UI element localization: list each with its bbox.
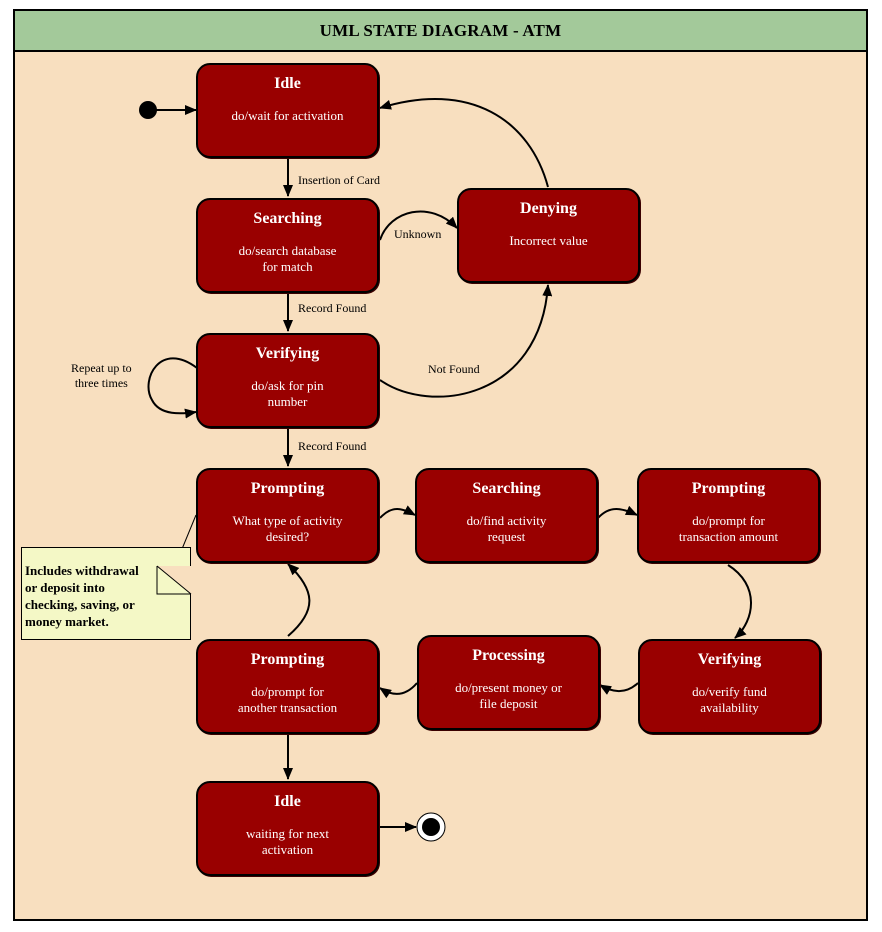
denying-to-idle-arrow	[379, 98, 549, 188]
state-name: Searching	[472, 480, 541, 497]
state-name: Prompting	[691, 480, 766, 497]
state-name: Searching	[253, 210, 322, 227]
diagram-canvas: UML STATE DIAGRAM - ATM	[13, 9, 868, 921]
unknown-arrow	[379, 210, 458, 241]
process-to-another-arrow	[379, 682, 418, 699]
state-prompting-activity: Prompting What type of activity desired?	[196, 468, 379, 563]
state-searching: Searching do/search database for match	[196, 198, 379, 293]
repeat-loop-arrow	[147, 357, 198, 419]
state-activity: do/ask for pin number	[251, 378, 324, 409]
final-node-core	[422, 818, 440, 836]
amount-to-verify-arrow	[727, 564, 752, 639]
state-idle-start: Idle do/wait for activation	[196, 63, 379, 158]
label-not-found: Not Found	[428, 362, 480, 376]
label-unknown: Unknown	[394, 227, 442, 241]
search-to-amount-arrow	[597, 505, 638, 519]
state-activity: Incorrect value	[509, 233, 588, 248]
state-prompting-another: Prompting do/prompt for another transact…	[196, 639, 379, 734]
state-processing: Processing do/present money or file depo…	[417, 635, 600, 730]
label-record-found-2: Record Found	[298, 439, 367, 453]
state-activity: do/verify fund availability	[692, 684, 767, 715]
state-prompting-amount: Prompting do/prompt for transaction amou…	[637, 468, 820, 563]
state-name: Idle	[274, 75, 301, 92]
state-searching-activity: Searching do/find activity request	[415, 468, 598, 563]
note-box: Includes withdrawal or deposit into chec…	[21, 547, 191, 640]
not-found-arrow	[379, 284, 553, 398]
state-name: Processing	[472, 647, 545, 664]
state-activity: do/prompt for another transaction	[237, 684, 338, 715]
state-activity: What type of activity desired?	[232, 513, 343, 544]
state-activity: do/search database for match	[238, 243, 337, 274]
state-name: Prompting	[250, 480, 325, 497]
state-activity: do/present money or file deposit	[455, 680, 562, 711]
state-name: Verifying	[255, 345, 320, 362]
state-idle-end: Idle waiting for next activation	[196, 781, 379, 876]
another-to-prompt-arrow	[287, 563, 311, 637]
state-activity: waiting for next activation	[245, 826, 330, 857]
state-verifying: Verifying do/ask for pin number	[196, 333, 379, 428]
state-verifying-funds: Verifying do/verify fund availability	[638, 639, 821, 734]
prompt-to-search-arrow	[379, 505, 416, 519]
state-activity: do/find activity request	[466, 513, 547, 544]
state-denying: Denying Incorrect value	[457, 188, 640, 283]
state-name: Denying	[520, 200, 577, 217]
state-name: Verifying	[697, 651, 762, 668]
state-name: Idle	[274, 793, 301, 810]
initial-node	[139, 101, 157, 119]
diagram-title: UML STATE DIAGRAM - ATM	[15, 11, 866, 52]
state-activity: do/prompt for transaction amount	[678, 513, 779, 544]
label-insertion: Insertion of Card	[298, 173, 380, 187]
state-activity: do/wait for activation	[231, 108, 344, 123]
verify-to-process-arrow	[599, 682, 639, 695]
state-name: Prompting	[250, 651, 325, 668]
label-record-found-1: Record Found	[298, 301, 367, 315]
label-repeat: Repeat up to three times	[71, 361, 132, 390]
